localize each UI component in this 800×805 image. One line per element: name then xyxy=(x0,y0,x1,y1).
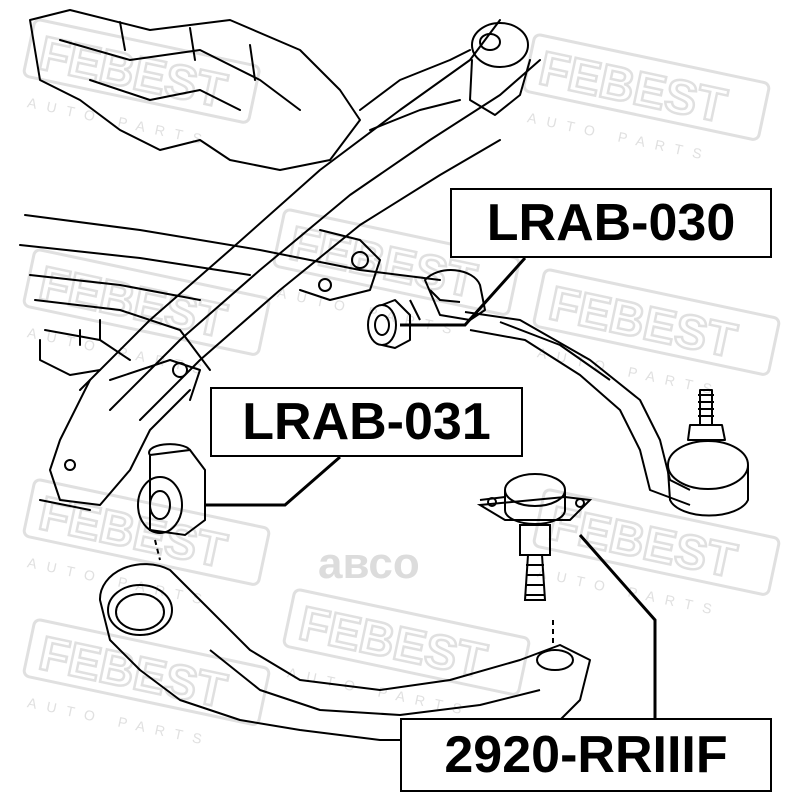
watermark-mid-right: FEBEST AUTO PARTS xyxy=(532,268,781,399)
part-label-lrab-030: LRAB-030 xyxy=(450,188,772,258)
leader-line-2920 xyxy=(578,534,657,718)
watermark-bottom-center: FEBEST AUTO PARTS xyxy=(282,588,531,719)
upper-arm-assembly xyxy=(367,269,749,517)
part-label-lrab-031: LRAB-031 xyxy=(210,387,523,457)
leader-line-lrab-030 xyxy=(400,256,527,327)
watermark-center-mark: авсо xyxy=(318,539,420,588)
watermark-bottom-left: FEBEST AUTO PARTS xyxy=(22,618,271,749)
bushing-lrab-031 xyxy=(137,443,206,561)
part-label-ball-joint: 2920-RRIIIF xyxy=(400,718,772,792)
subframe-drawing xyxy=(19,9,541,511)
leader-line-lrab-031 xyxy=(205,455,341,507)
ball-joint xyxy=(476,473,593,601)
leader-lines xyxy=(205,256,657,718)
watermark-low-left: FEBEST AUTO PARTS xyxy=(22,478,271,609)
watermark-top-right: FEBEST AUTO PARTS xyxy=(522,33,771,164)
